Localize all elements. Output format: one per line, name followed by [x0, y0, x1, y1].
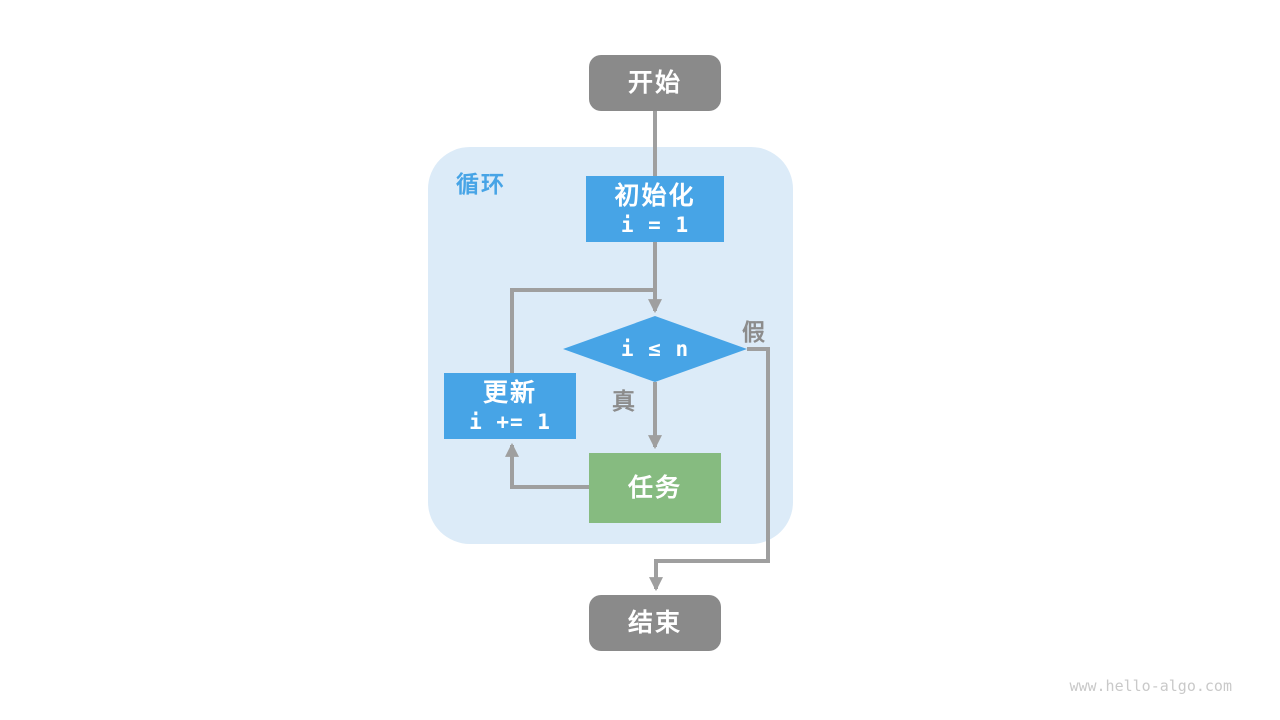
edge-label-false: 假 [742, 320, 765, 346]
node-task: 任务 [589, 453, 721, 523]
node-condition-expression: i ≤ n [620, 336, 690, 361]
node-start: 开始 [589, 55, 721, 111]
node-end: 结束 [589, 595, 721, 651]
node-initialize: 初始化 i = 1 [586, 176, 724, 242]
node-update-code: i += 1 [469, 409, 551, 434]
edge-label-true: 真 [612, 389, 635, 415]
node-update-label: 更新 [482, 378, 537, 408]
node-initialize-code: i = 1 [620, 212, 690, 237]
node-initialize-label: 初始化 [614, 181, 696, 211]
site-watermark: www.hello-algo.com [1069, 677, 1232, 695]
node-start-label: 开始 [627, 68, 682, 98]
node-condition: i ≤ n [563, 316, 747, 382]
node-update: 更新 i += 1 [444, 373, 576, 439]
node-task-label: 任务 [627, 473, 682, 503]
loop-scope-label: 循环 [456, 172, 506, 198]
node-end-label: 结束 [627, 608, 682, 638]
